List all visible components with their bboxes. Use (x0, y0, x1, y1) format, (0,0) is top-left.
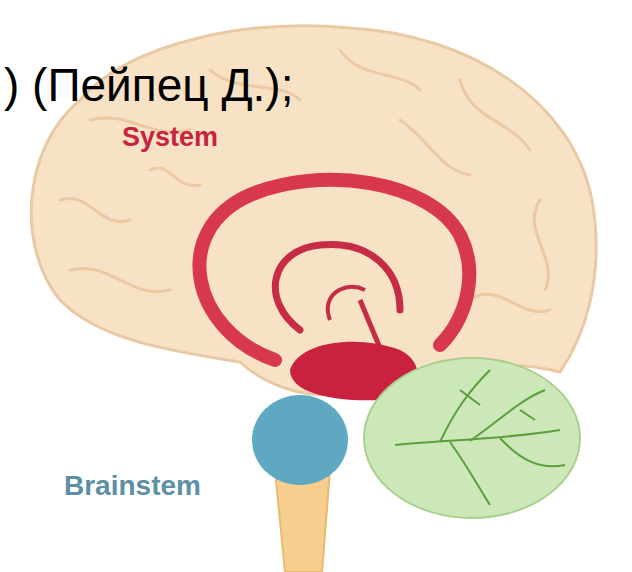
overlay-caption: ) (Пейпец Д.); (4, 62, 293, 108)
part-name: System (122, 124, 218, 151)
part-name: Brainstem (64, 472, 201, 500)
